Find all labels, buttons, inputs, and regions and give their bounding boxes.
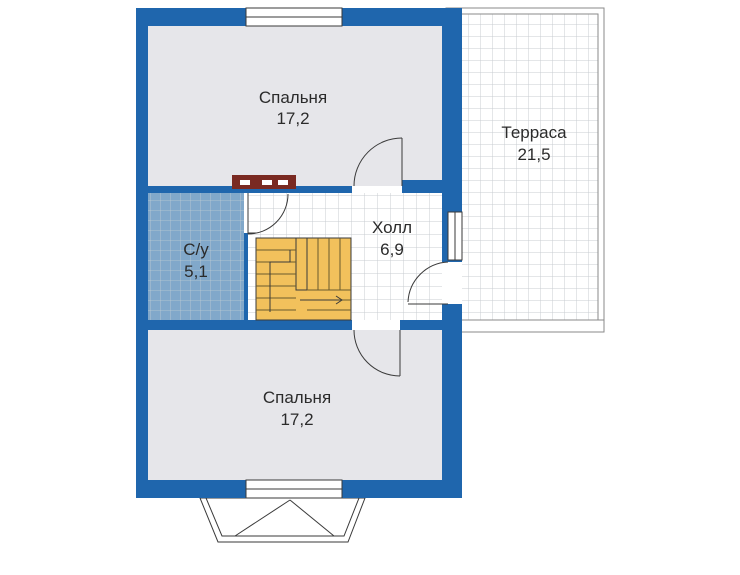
room-terrace: Терраса 21,5	[501, 123, 567, 164]
bay-window	[199, 497, 366, 543]
room-name: Терраса	[501, 123, 567, 142]
bedroom-top-floor	[148, 26, 442, 186]
room-name: Спальня	[259, 88, 327, 107]
terrace	[445, 7, 605, 333]
room-bathroom: С/у 5,1	[183, 240, 209, 281]
chimney	[232, 175, 296, 189]
windows	[245, 7, 463, 499]
room-area: 17,2	[280, 410, 313, 429]
room-bedroom-top: Спальня 17,2	[259, 88, 327, 128]
stairs	[255, 237, 352, 321]
room-name: С/у	[183, 240, 209, 259]
doors	[244, 137, 462, 377]
door-bedroom-top	[352, 137, 403, 193]
room-area: 5,1	[184, 262, 208, 281]
room-hall: Холл 6,9	[372, 218, 412, 259]
door-bedroom-bottom	[352, 320, 401, 377]
room-area: 21,5	[517, 145, 550, 164]
door-bathroom	[244, 193, 289, 235]
room-area: 17,2	[276, 109, 309, 128]
bedroom-bottom-floor	[148, 330, 442, 480]
room-name: Спальня	[263, 388, 331, 407]
room-name: Холл	[372, 218, 412, 237]
room-area: 6,9	[380, 240, 404, 259]
door-terrace	[407, 261, 462, 305]
bathroom-floor-base	[148, 193, 244, 320]
room-bedroom-bottom: Спальня 17,2	[263, 388, 331, 429]
